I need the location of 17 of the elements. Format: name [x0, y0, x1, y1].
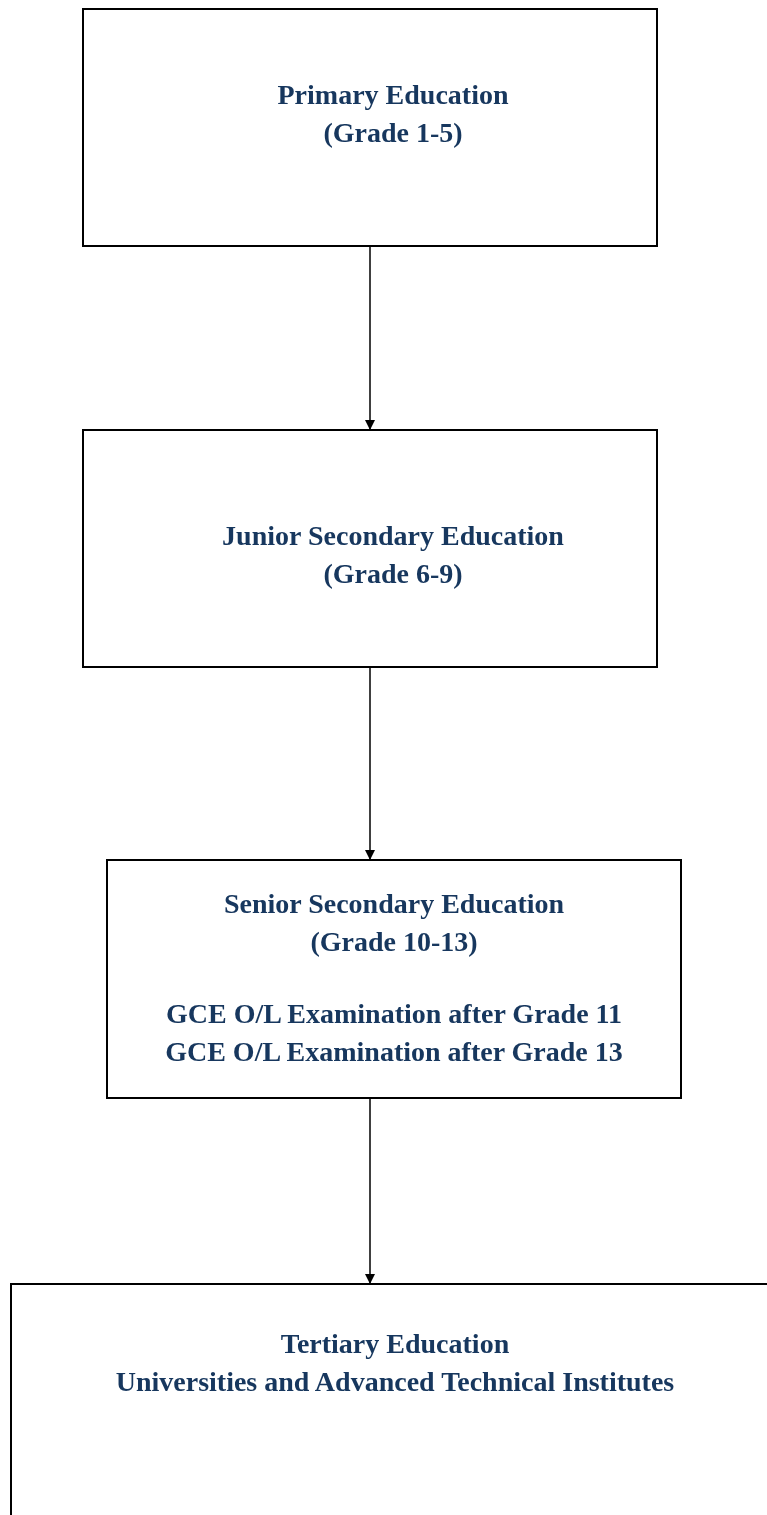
arrow	[365, 1098, 375, 1284]
box-text: (Grade 6-9)	[323, 557, 463, 591]
box-text: Junior Secondary Education	[222, 519, 564, 553]
process-box	[10, 1283, 767, 1515]
box-text: Senior Secondary Education	[223, 887, 565, 921]
box-text: GCE O/L Examination after Grade 11	[165, 997, 623, 1031]
box-text: (Grade 1-5)	[323, 116, 463, 150]
box-text: GCE O/L Examination after Grade 13	[165, 1035, 623, 1069]
process-box	[82, 429, 658, 668]
box-text: (Grade 10-13)	[310, 925, 478, 959]
box-text: Universities and Advanced Technical Institutes	[115, 1365, 675, 1399]
box-text: Primary Education	[277, 78, 509, 112]
process-box	[106, 859, 682, 1099]
box-text: Tertiary Education	[280, 1327, 510, 1361]
arrow	[365, 246, 375, 430]
process-box	[82, 8, 658, 247]
arrow	[365, 667, 375, 860]
